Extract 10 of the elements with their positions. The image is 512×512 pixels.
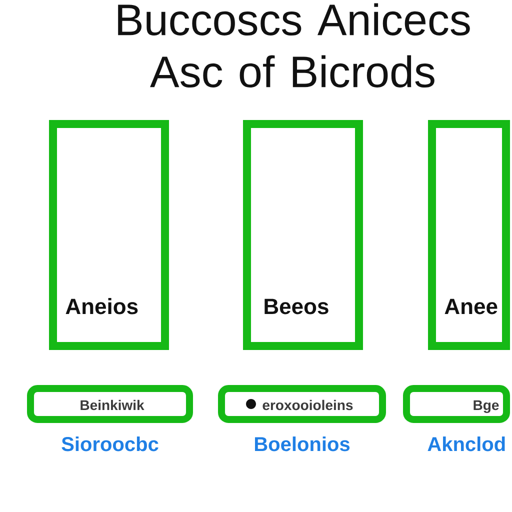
- label-pill: Bge: [403, 385, 510, 423]
- item-label: Boelonios: [255, 436, 350, 452]
- title: Buccoscs Anicecs Asc of Bicrods: [118, 3, 470, 88]
- item-label: Sioroocbc: [62, 436, 158, 452]
- item-label: Aknclod: [428, 436, 505, 452]
- panel-box: Anee: [428, 120, 510, 350]
- panel-box: Aneios: [49, 120, 169, 350]
- label-pill: Beinkiwik: [27, 385, 193, 423]
- panel-box: Beeos: [243, 120, 363, 350]
- label-pill: eroxooioleins: [218, 385, 386, 423]
